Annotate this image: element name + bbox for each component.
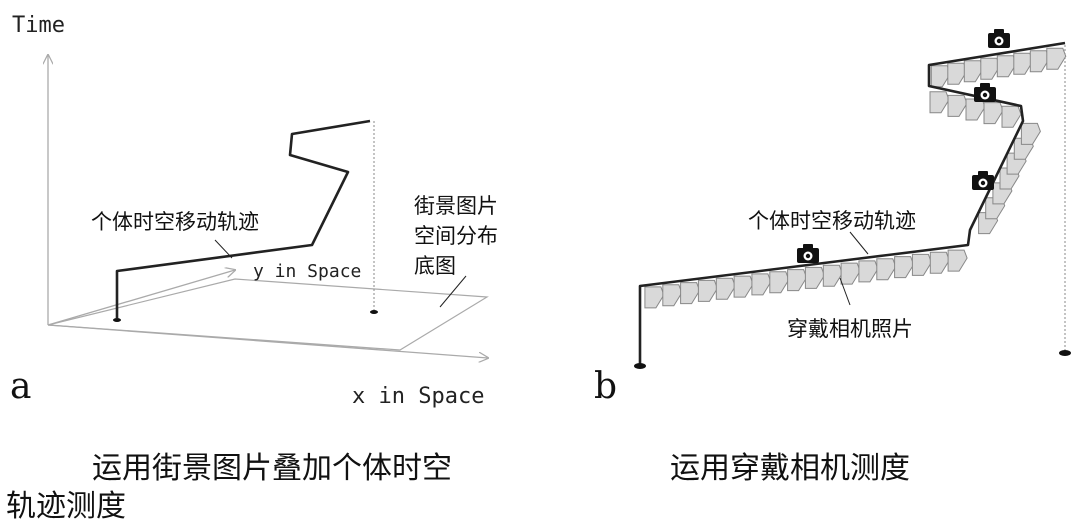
photo-frame-icon bbox=[733, 275, 754, 298]
photo-frame-icon bbox=[769, 271, 790, 294]
photo-frame-icon bbox=[822, 264, 843, 287]
photo-frame-icon bbox=[929, 251, 950, 274]
photo-frame-icon bbox=[1020, 122, 1041, 145]
photo-strip bbox=[644, 47, 1067, 309]
photo-frame-icon bbox=[1046, 47, 1067, 70]
basemap-label-line3: 底图 bbox=[414, 254, 456, 278]
photo-frame-icon bbox=[644, 286, 665, 309]
panel-b: 个体时空移动轨迹 穿戴相机照片 b bbox=[594, 29, 1071, 407]
camera-icon bbox=[972, 171, 994, 190]
photos-label: 穿戴相机照片 bbox=[787, 317, 913, 341]
photo-frame-icon bbox=[787, 269, 808, 292]
photo-frame-icon bbox=[751, 273, 772, 296]
trajectory-label-a: 个体时空移动轨迹 bbox=[91, 210, 259, 234]
photo-frame-icon bbox=[929, 91, 950, 114]
caption-a-line2: 轨迹测度 bbox=[6, 489, 126, 524]
photos-leader bbox=[839, 277, 851, 306]
photo-frame-icon bbox=[662, 284, 683, 307]
photo-frame-icon bbox=[983, 102, 1004, 125]
panel-b-label: b bbox=[594, 366, 617, 407]
photo-frame-icon bbox=[1001, 105, 1022, 128]
photo-frame-icon bbox=[947, 249, 968, 272]
caption-b: 运用穿戴相机测度 bbox=[670, 451, 910, 486]
photo-frame-icon bbox=[697, 279, 718, 302]
basemap-label-line1: 街景图片 bbox=[414, 194, 498, 218]
trajectory-leader-b bbox=[849, 231, 869, 255]
trajectory-label-b: 个体时空移动轨迹 bbox=[748, 209, 916, 233]
start-point-marker-b bbox=[634, 363, 646, 369]
basemap-leader bbox=[439, 275, 467, 308]
y-axis bbox=[47, 270, 235, 326]
end-point-marker-b bbox=[1059, 350, 1071, 356]
camera-icon bbox=[988, 29, 1010, 48]
time-axis-label: Time bbox=[12, 13, 65, 38]
photo-frame-icon bbox=[947, 94, 968, 117]
start-point-marker bbox=[113, 318, 121, 322]
photo-frame-icon bbox=[680, 282, 701, 305]
basemap-label-line2: 空间分布 bbox=[414, 224, 498, 248]
photo-frame-icon bbox=[894, 256, 915, 279]
photo-frame-icon bbox=[804, 266, 825, 289]
photo-frame-icon bbox=[911, 253, 932, 276]
trajectory-b bbox=[638, 41, 1066, 365]
photo-frame-icon bbox=[840, 262, 861, 285]
trajectory-a bbox=[115, 119, 371, 318]
photo-frame-icon bbox=[858, 260, 879, 283]
basemap-plane bbox=[47, 278, 489, 351]
panel-a: Time x in Space y in Space 个体时空移动轨迹 街景图片… bbox=[10, 13, 498, 409]
photo-frame-icon bbox=[965, 98, 986, 121]
photo-frame-icon bbox=[715, 277, 736, 300]
photo-frame-icon bbox=[876, 258, 897, 281]
camera-icon bbox=[797, 244, 819, 263]
camera-icon bbox=[974, 83, 996, 102]
trajectory-leader-a bbox=[214, 239, 233, 259]
x-axis-label: x in Space bbox=[352, 384, 484, 409]
panel-a-label: a bbox=[10, 366, 31, 407]
end-point-marker bbox=[370, 310, 378, 314]
caption-a-line1: 运用街景图片叠加个体时空 bbox=[92, 451, 452, 486]
y-axis-label: y in Space bbox=[253, 261, 361, 282]
